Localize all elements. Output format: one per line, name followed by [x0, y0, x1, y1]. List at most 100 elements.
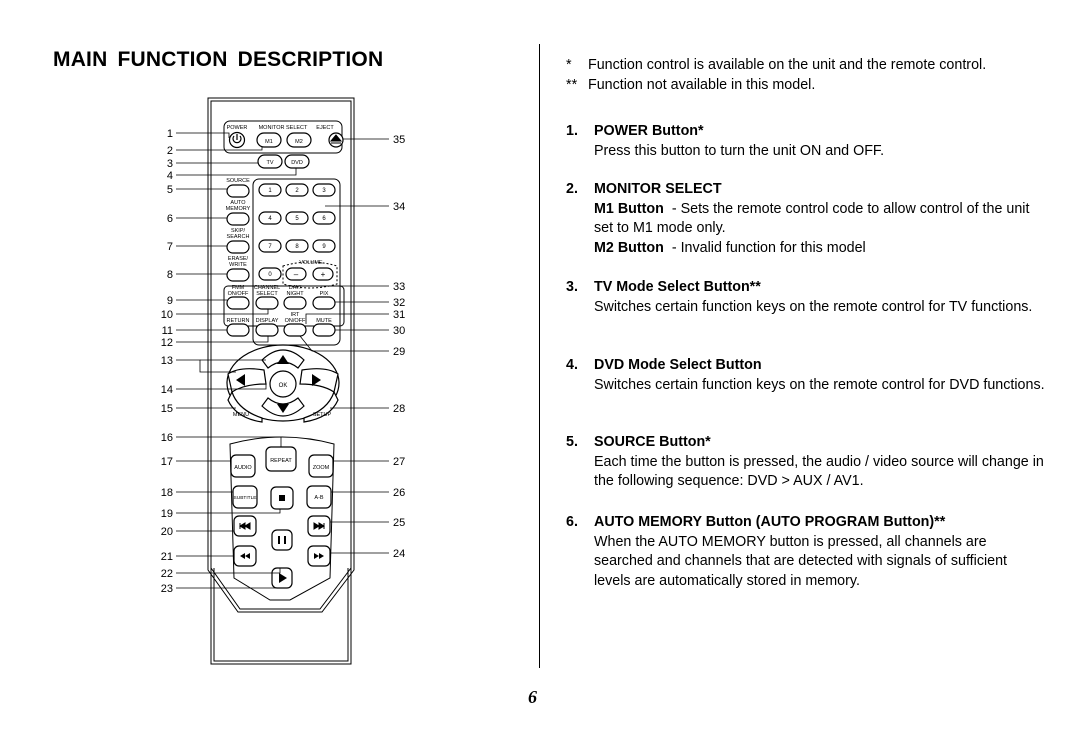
callout-number: 33	[393, 281, 405, 293]
callout-number: 1	[167, 128, 173, 140]
callout-number: 3	[167, 158, 173, 170]
setup-button	[303, 390, 339, 423]
callout-number: 25	[393, 517, 405, 529]
label-memory: MEMORY	[226, 206, 251, 212]
label-source: SOURCE	[226, 178, 250, 184]
section-heading: DVD Mode Select Button	[594, 357, 762, 373]
mute-button	[312, 323, 336, 337]
auto-memory-button	[226, 212, 250, 226]
digit-label: 7	[268, 244, 272, 250]
down-arrow-icon	[277, 404, 289, 413]
callout-number: 34	[393, 201, 405, 213]
digit-2-button	[285, 183, 309, 197]
ab-button	[306, 485, 332, 509]
callout-number: 15	[161, 403, 173, 415]
page-title: MAIN FUNCTION DESCRIPTION	[53, 48, 384, 71]
digit-0-button	[258, 267, 282, 281]
digit-label: 2	[295, 188, 299, 194]
digit-3-button	[312, 183, 336, 197]
section-auto-memory: 6.AUTO MEMORY Button (AUTO PROGRAM Butto…	[566, 513, 1046, 591]
dvd-button	[284, 154, 310, 169]
prev-icon	[239, 522, 251, 530]
section-monitor-select: 2.MONITOR SELECT M1 Button - Sets the re…	[566, 180, 1046, 258]
note-mark: *	[566, 57, 572, 73]
page-number: 6	[528, 687, 537, 707]
label-channel-select: SELECT	[256, 291, 278, 297]
note-double-star: ** Function not available in this model.	[566, 76, 1046, 96]
label-auto: AUTO	[230, 200, 246, 206]
label-menu: MENU	[233, 412, 249, 418]
callout-number: 9	[167, 295, 173, 307]
rewind-icon	[240, 553, 250, 559]
label-skip: SKIP/	[231, 228, 246, 234]
subtitle-button	[232, 485, 258, 509]
section-source: 5.SOURCE Button* Each time the button is…	[566, 433, 1046, 492]
section-body: Press this button to turn the unit ON an…	[594, 142, 885, 159]
callout-number: 7	[167, 241, 173, 253]
tv-button	[257, 154, 283, 169]
digit-label: 1	[268, 188, 272, 194]
label-irt: IRT	[291, 312, 300, 318]
section-body: Each time the button is pressed, the aud…	[594, 453, 1044, 490]
m1-text: - Sets the remote control code to allow …	[594, 200, 1030, 237]
fast-forward-icon	[314, 553, 324, 559]
label-vol-plus: +	[321, 270, 326, 279]
note-text: Function control is available on the uni…	[588, 57, 987, 73]
fmm-button	[226, 296, 250, 310]
label-m1: M1	[265, 139, 273, 145]
callout-number: 26	[393, 487, 405, 499]
section-power: 1.POWER Button* Press this button to tur…	[566, 122, 1046, 161]
label-return: RETURN	[227, 318, 250, 324]
column-divider	[539, 44, 540, 668]
audio-button	[230, 454, 256, 478]
ok-button	[269, 370, 297, 398]
irt-button	[283, 323, 307, 337]
callout-number: 19	[161, 508, 173, 520]
callout-number: 8	[167, 269, 173, 281]
callout-number: 24	[393, 548, 405, 560]
m2-button	[286, 132, 312, 148]
digit-1-button	[258, 183, 282, 197]
left-arrow-icon	[236, 374, 245, 386]
section-body: Switches certain function keys on the re…	[594, 298, 1033, 315]
digit-label: 4	[268, 216, 272, 222]
digit-label: 8	[295, 244, 299, 250]
label-irt-onoff: ON/OFF	[285, 318, 306, 324]
pause-icon	[278, 536, 280, 544]
digit-8-button	[285, 239, 309, 253]
section-body: When the AUTO MEMORY button is pressed, …	[594, 533, 1008, 589]
section-number: 1.	[566, 123, 578, 139]
section-heading: TV Mode Select Button**	[594, 279, 761, 295]
label-fmm: FMM	[232, 285, 245, 291]
notes-block: * Function control is available on the u…	[566, 56, 1046, 95]
section-number: 4.	[566, 357, 578, 373]
digit-label: 6	[322, 216, 326, 222]
return-button	[226, 323, 250, 337]
label-erase: ERASE/	[228, 256, 249, 262]
label-zoom: ZOOM	[313, 465, 330, 471]
label-power: POWER	[227, 125, 248, 131]
m1-button	[256, 132, 282, 148]
digit-5-button	[285, 211, 309, 225]
remote-body-outline	[207, 97, 355, 613]
pause-button	[271, 529, 293, 551]
section-number: 3.	[566, 279, 578, 295]
callout-number: 17	[161, 456, 173, 468]
right-arrow-icon	[312, 374, 321, 386]
section-number: 5.	[566, 434, 578, 450]
up-arrow-icon	[277, 355, 289, 364]
label-subtitle: SUBTITLE	[234, 495, 257, 501]
skip-search-button	[226, 240, 250, 254]
callout-number: 32	[393, 297, 405, 309]
section-tv-mode: 3. TV Mode Select Button** Switches certa…	[566, 278, 1046, 317]
label-vol-minus: –	[294, 270, 299, 279]
callout-number: 30	[393, 325, 405, 337]
digit-label: 3	[322, 188, 326, 194]
m2-text: - Invalid function for this model	[671, 239, 866, 256]
label-tv: TV	[266, 160, 273, 166]
label-channel: CHANNEL	[254, 285, 280, 291]
digit-label: 9	[322, 244, 326, 250]
section-heading: MONITOR SELECT	[594, 181, 722, 197]
label-ok: OK	[279, 383, 288, 389]
